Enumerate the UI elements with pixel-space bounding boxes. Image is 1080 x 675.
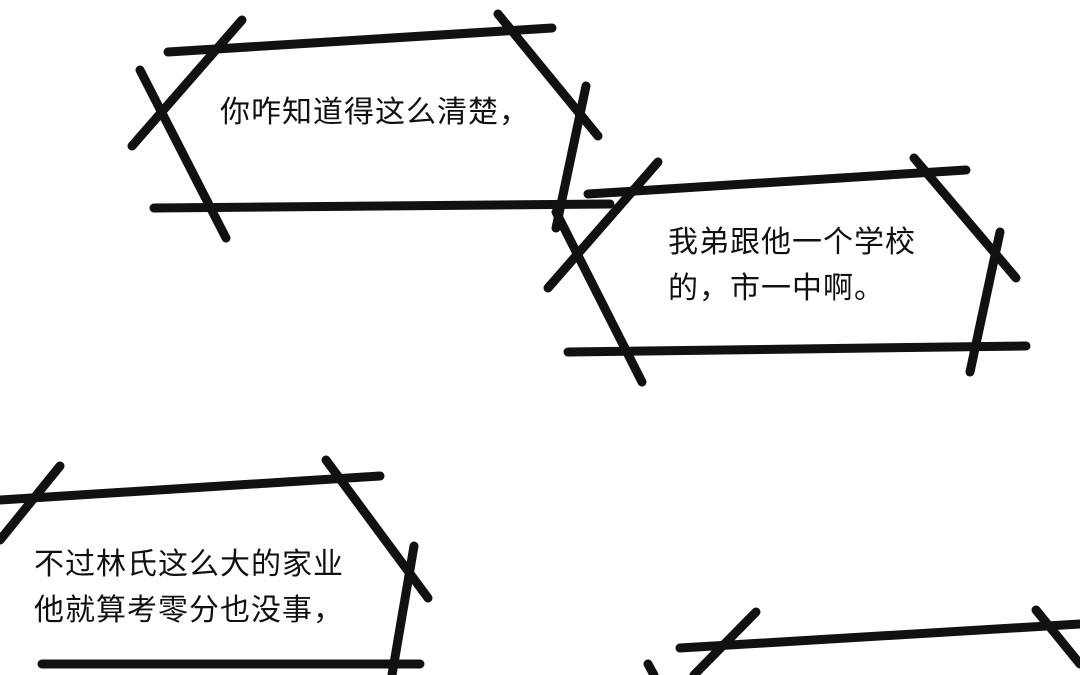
speech-line: 不过林氏这么大的家业 [34,547,344,582]
speech-line: 他就算考零分也没事， [34,593,344,628]
speech-line: 我弟跟他一个学校 [668,225,916,260]
speech-bubble-2-text: 我弟跟他一个学校 的，市一中啊。 [668,220,916,312]
speech-line: 的，市一中啊。 [668,271,885,306]
speech-bubble-4-frame [643,605,1080,675]
speech-bubble-1-text: 你咋知道得这么清楚， [220,90,530,136]
speech-bubble-1-frame [127,9,615,243]
speech-bubble-3-text: 不过林氏这么大的家业 他就算考零分也没事， [34,542,344,634]
speech-bubble-3-frame [0,455,433,675]
speech-bubble-2-frame [543,153,1031,387]
speech-line: 你咋知道得这么清楚， [220,95,530,130]
